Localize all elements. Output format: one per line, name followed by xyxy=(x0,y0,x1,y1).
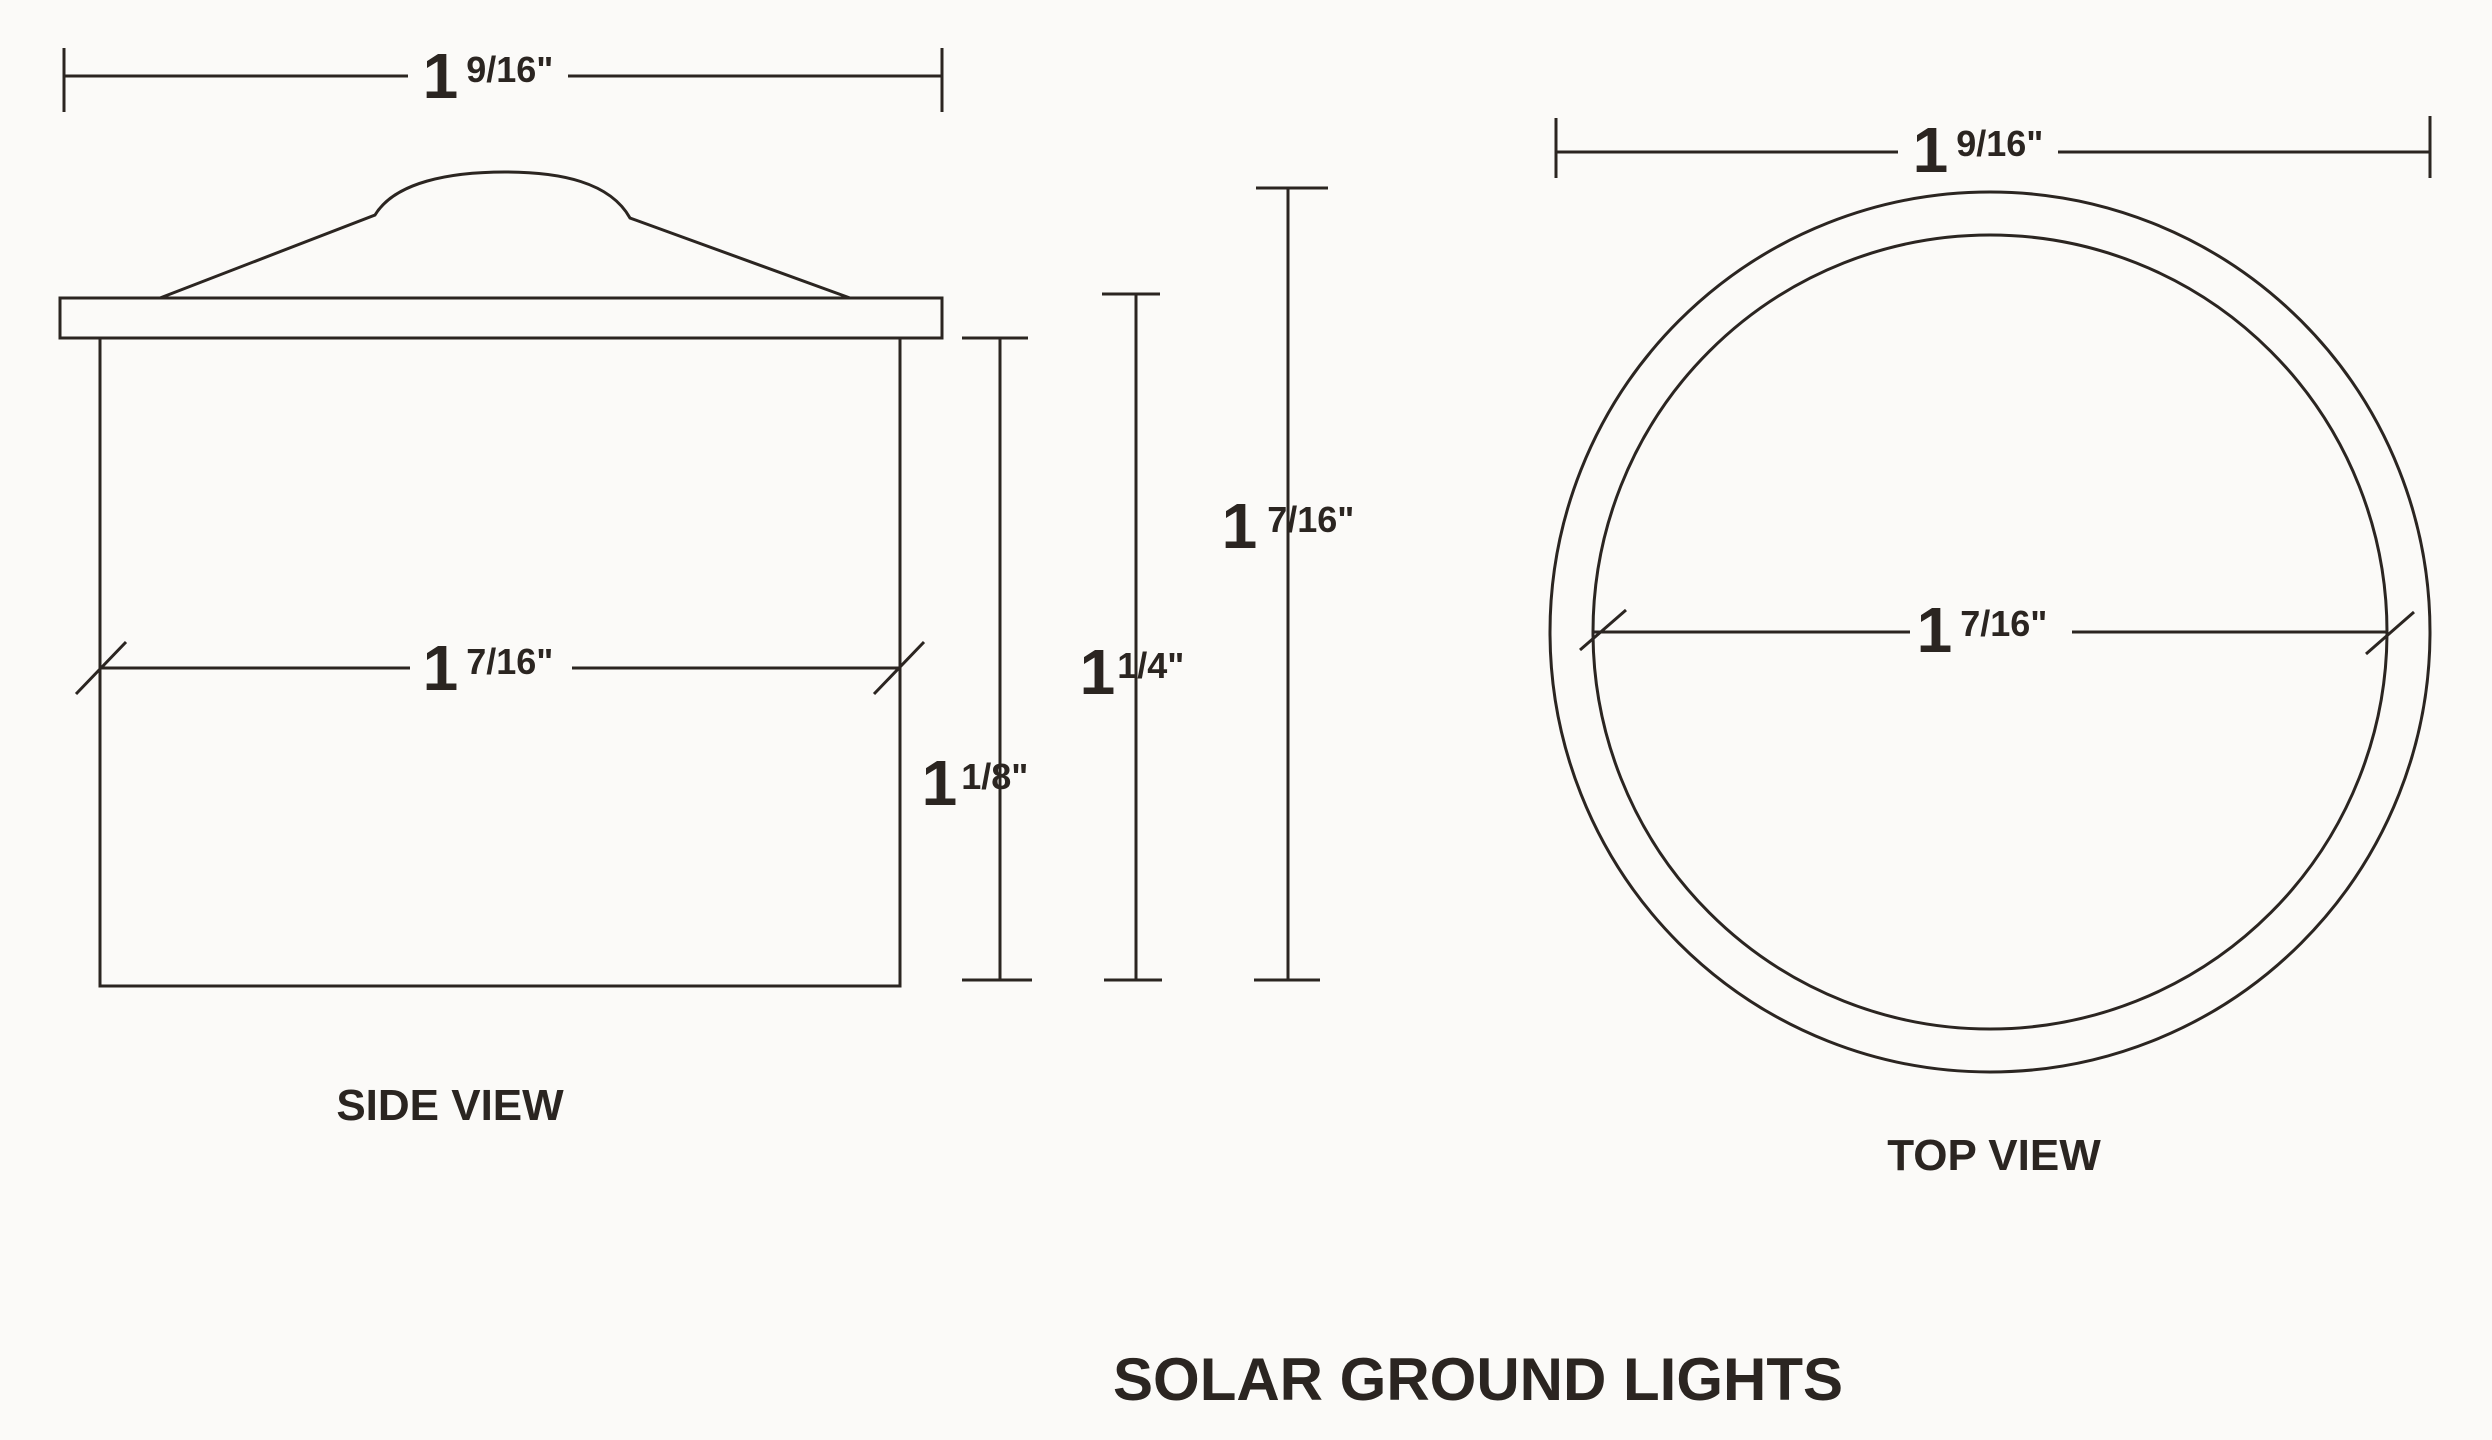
cap-edge-height-dimension: 11/4" xyxy=(1080,292,1185,982)
lamp-body xyxy=(98,336,902,988)
lamp-cap xyxy=(159,170,851,300)
drawing-title: SOLAR GROUND LIGHTS xyxy=(1113,1346,1843,1413)
lamp-cap-rim xyxy=(58,296,944,340)
side-view-caption: SIDE VIEW xyxy=(336,1081,564,1130)
top-view-caption: TOP VIEW xyxy=(1887,1131,2101,1180)
cap-edge-height-label: 11/4" xyxy=(1080,636,1185,708)
outer-ring xyxy=(1548,190,2432,1074)
